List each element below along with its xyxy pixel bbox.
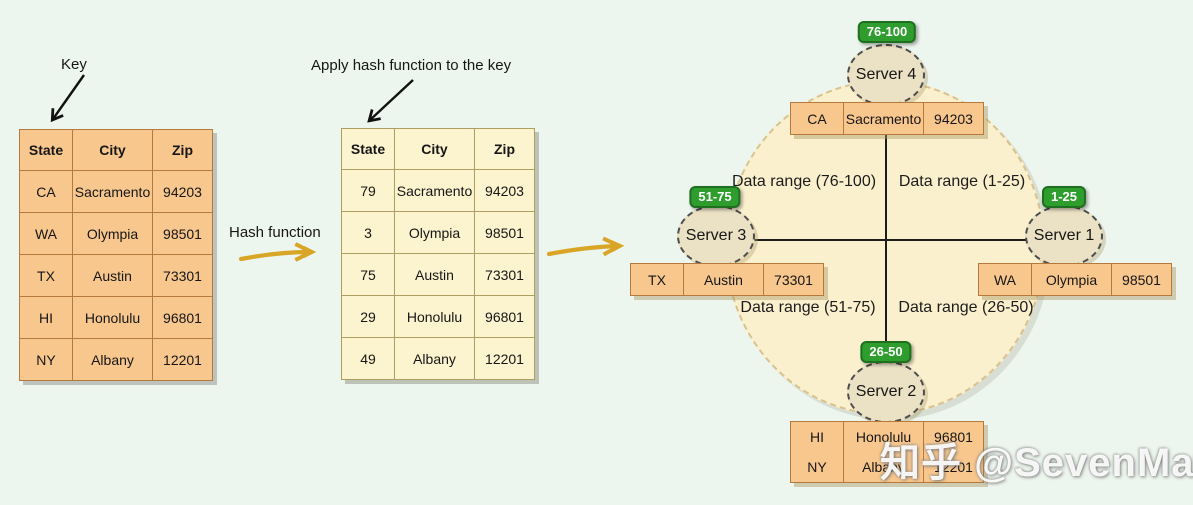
apply-hash-label: Apply hash function to the key bbox=[311, 57, 512, 74]
cell-zip: 96801 bbox=[923, 422, 983, 452]
cell-zip: 98501 bbox=[1111, 264, 1171, 295]
cell-zip: 96801 bbox=[474, 296, 534, 337]
cell-zip: 12201 bbox=[152, 339, 212, 380]
table-row: HI Honolulu 96801 bbox=[791, 422, 983, 452]
cell-city: Austin bbox=[72, 255, 152, 296]
server-2-node: Server 2 bbox=[847, 361, 925, 423]
cell-zip: 96801 bbox=[152, 297, 212, 338]
cell-hash: 49 bbox=[360, 350, 376, 367]
cell-city: Albany bbox=[843, 452, 923, 482]
table-row: 75 Austin 73301 bbox=[342, 253, 534, 295]
table-row: TX Austin 73301 bbox=[20, 254, 212, 296]
cell-state: CA bbox=[807, 110, 827, 127]
cell-city: Austin bbox=[394, 254, 474, 295]
column-header-zip: Zip bbox=[474, 129, 534, 169]
cell-state: TX bbox=[37, 267, 55, 284]
table-row: WA Olympia 98501 bbox=[979, 264, 1171, 295]
ring-horizontal-divider bbox=[753, 239, 1029, 241]
quadrant-label-76-100: Data range (76-100) bbox=[731, 173, 877, 190]
cell-state: HI bbox=[810, 429, 824, 445]
hashed-table: State City Zip 79 Sacramento 94203 3 Oly… bbox=[341, 128, 535, 380]
table-row: CA Sacramento 94203 bbox=[20, 170, 212, 212]
range-badge-1-25: 1-25 bbox=[1041, 186, 1087, 208]
cell-zip: 94203 bbox=[152, 171, 212, 212]
table-row: NY Albany 12201 bbox=[20, 338, 212, 380]
server-1-table: WA Olympia 98501 bbox=[978, 263, 1172, 296]
cell-zip: 73301 bbox=[763, 264, 823, 295]
quadrant-label-1-25: Data range (1-25) bbox=[898, 173, 1026, 190]
cell-zip: 98501 bbox=[152, 213, 212, 254]
cell-zip: 73301 bbox=[474, 254, 534, 295]
cell-zip: 73301 bbox=[152, 255, 212, 296]
table-row: 3 Olympia 98501 bbox=[342, 211, 534, 253]
cell-city: Olympia bbox=[72, 213, 152, 254]
column-header-zip: Zip bbox=[152, 130, 212, 170]
cell-hash: 29 bbox=[360, 308, 376, 325]
table-header-row: State City Zip bbox=[20, 130, 212, 170]
cell-hash: 75 bbox=[360, 266, 376, 283]
range-badge-51-75: 51-75 bbox=[689, 186, 741, 208]
cell-state: HI bbox=[39, 309, 53, 326]
column-header-city: City bbox=[394, 129, 474, 169]
cell-state: CA bbox=[36, 183, 56, 200]
cell-city: Honolulu bbox=[394, 296, 474, 337]
table-row: HI Honolulu 96801 bbox=[20, 296, 212, 338]
hash-function-label: Hash function bbox=[229, 224, 321, 241]
to-ring-arrow bbox=[546, 236, 625, 257]
cell-state: TX bbox=[648, 271, 666, 288]
server-1-node: Server 1 bbox=[1025, 205, 1103, 267]
cell-state: NY bbox=[807, 459, 827, 475]
table-row: TX Austin 73301 bbox=[631, 264, 823, 295]
server-3-node: Server 3 bbox=[677, 205, 755, 267]
cell-city: Sacramento bbox=[394, 170, 474, 211]
cell-state: WA bbox=[34, 225, 58, 242]
cell-city: Albany bbox=[394, 338, 474, 379]
hash-function-arrow bbox=[238, 242, 317, 262]
watermark: 知乎 @SevenMatrix bbox=[880, 441, 1193, 485]
table-row: 49 Albany 12201 bbox=[342, 337, 534, 379]
cell-city: Honolulu bbox=[843, 422, 923, 452]
cell-city: Austin bbox=[683, 264, 763, 295]
table-row: WA Olympia 98501 bbox=[20, 212, 212, 254]
range-badge-76-100: 76-100 bbox=[857, 21, 917, 43]
server-4-node: Server 4 bbox=[847, 44, 925, 106]
cell-city: Olympia bbox=[1031, 264, 1111, 295]
column-header-state: State bbox=[28, 142, 64, 158]
cell-zip: 98501 bbox=[474, 212, 534, 253]
cell-city: Sacramento bbox=[843, 103, 923, 134]
cell-city: Albany bbox=[72, 339, 152, 380]
key-arrow bbox=[53, 74, 85, 119]
ring-vertical-divider bbox=[885, 133, 887, 343]
table-row: NY Albany 12201 bbox=[791, 452, 983, 482]
cell-zip: 12201 bbox=[474, 338, 534, 379]
cell-zip: 94203 bbox=[474, 170, 534, 211]
column-header-state: State bbox=[350, 141, 386, 157]
cell-state: NY bbox=[36, 351, 56, 368]
cell-hash: 3 bbox=[364, 224, 372, 241]
quadrant-label-51-75: Data range (51-75) bbox=[740, 299, 876, 316]
cell-zip: 94203 bbox=[923, 103, 983, 134]
quadrant-label-26-50: Data range (26-50) bbox=[898, 299, 1034, 316]
cell-hash: 79 bbox=[360, 182, 376, 199]
column-header-city: City bbox=[72, 130, 152, 170]
cell-city: Honolulu bbox=[72, 297, 152, 338]
range-badge-26-50: 26-50 bbox=[860, 341, 912, 363]
apply-hash-arrow bbox=[370, 79, 414, 120]
table-row: CA Sacramento 94203 bbox=[791, 103, 983, 134]
server-2-table: HI Honolulu 96801 NY Albany 12201 bbox=[790, 421, 984, 483]
server-3-table: TX Austin 73301 bbox=[630, 263, 824, 296]
cell-zip: 12201 bbox=[923, 452, 983, 482]
table-row: 29 Honolulu 96801 bbox=[342, 295, 534, 337]
server-4-table: CA Sacramento 94203 bbox=[790, 102, 984, 135]
key-label: Key bbox=[61, 56, 87, 73]
cell-city: Sacramento bbox=[72, 171, 152, 212]
cell-city: Olympia bbox=[394, 212, 474, 253]
source-table: State City Zip CA Sacramento 94203 WA Ol… bbox=[19, 129, 213, 381]
cell-state: WA bbox=[993, 271, 1017, 288]
table-header-row: State City Zip bbox=[342, 129, 534, 169]
table-row: 79 Sacramento 94203 bbox=[342, 169, 534, 211]
